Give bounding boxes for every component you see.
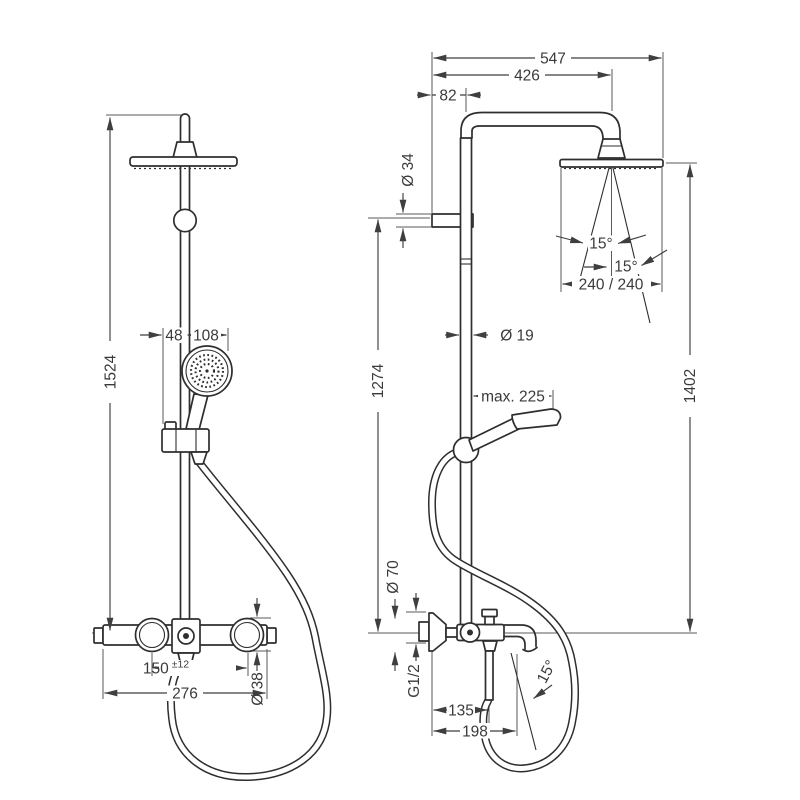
hose-connection-stub xyxy=(484,650,494,701)
dim-connection-spacing: 150 xyxy=(143,661,169,678)
dim-thread-size: G1/2 xyxy=(406,664,423,698)
front-label-masks xyxy=(101,327,236,701)
overhead-shower-connector xyxy=(597,138,626,159)
dim-escutcheon-diameter: Ø 70 xyxy=(385,560,402,594)
rail-slider-front xyxy=(161,421,210,465)
hose-connection-nut xyxy=(482,640,498,652)
shower-hose-front xyxy=(166,458,332,782)
dim-arm-reach: 426 xyxy=(514,68,540,85)
dim-head-height: 1402 xyxy=(682,369,699,403)
thermostat-valve-front xyxy=(93,617,277,666)
rail-ball-joint-front xyxy=(172,208,198,233)
hand-shower-side xyxy=(452,408,562,464)
dim-valve-width: 276 xyxy=(172,686,198,703)
bath-spout-outer xyxy=(503,624,537,648)
dim-spray-angle-right: 15° xyxy=(614,259,637,276)
dim-handle-diameter: Ø 38 xyxy=(250,672,267,706)
dim-spout-reach: 135 xyxy=(448,703,474,720)
dim-spout-angle: 15° xyxy=(534,658,560,687)
dim-rail-to-grip: 48 xyxy=(165,328,182,345)
valve-handle-left xyxy=(134,617,170,653)
side-extension-lines xyxy=(368,52,697,751)
shower-arm-side xyxy=(460,111,626,159)
dim-total-height: 1524 xyxy=(102,354,119,389)
overhead-shower-front xyxy=(129,141,238,170)
spray-cone-line-left xyxy=(576,167,610,291)
dim-spacing-tolerance: ±12 xyxy=(172,659,190,671)
front-dimension-labels: 1524 48 108 150±12 276 Ø 38 xyxy=(102,328,266,706)
dim-pipe-height: 1274 xyxy=(370,363,387,398)
dim-pipe-diameter: Ø 19 xyxy=(500,328,534,345)
dim-spout-tip-reach: 198 xyxy=(462,724,488,741)
spout-stream-line xyxy=(510,652,537,751)
dim-connection-spacing-group: 150±12 xyxy=(143,659,189,678)
bath-spout-inner xyxy=(503,635,526,651)
bath-spout-lip xyxy=(522,646,538,653)
hand-shower-front xyxy=(181,345,233,431)
front-view: 1524 48 108 150±12 276 Ø 38 xyxy=(92,113,332,782)
dim-spray-angle-left: 15° xyxy=(589,236,612,253)
spray-cone-line-right xyxy=(612,167,651,324)
overhead-shower-side xyxy=(559,158,664,170)
diverter-knob xyxy=(481,608,498,618)
dim-head-dimensions: 240 / 240 xyxy=(579,277,644,294)
shower-rail-side xyxy=(459,137,473,631)
dim-handshower-diameter: 108 xyxy=(193,328,219,345)
dim-bracket-diameter: Ø 34 xyxy=(400,153,417,187)
dim-handshower-reach: max. 225 xyxy=(481,389,545,406)
shower-hose-side xyxy=(427,449,579,773)
side-view: 547 426 82 Ø 34 1274 Ø 19 max. 225 15° 1… xyxy=(368,50,699,773)
dim-total-reach: 547 xyxy=(540,51,566,68)
side-label-masks xyxy=(370,50,698,739)
handshower-hose-nut xyxy=(190,451,208,465)
valve-handle-right xyxy=(229,617,265,653)
bath-thermostat-side xyxy=(418,608,538,701)
dim-wall-to-pipe: 82 xyxy=(439,88,456,105)
side-dimension-labels: 547 426 82 Ø 34 1274 Ø 19 max. 225 15° 1… xyxy=(370,51,699,741)
escutcheon-cone xyxy=(428,612,447,652)
wall-supply-stub xyxy=(418,621,430,642)
